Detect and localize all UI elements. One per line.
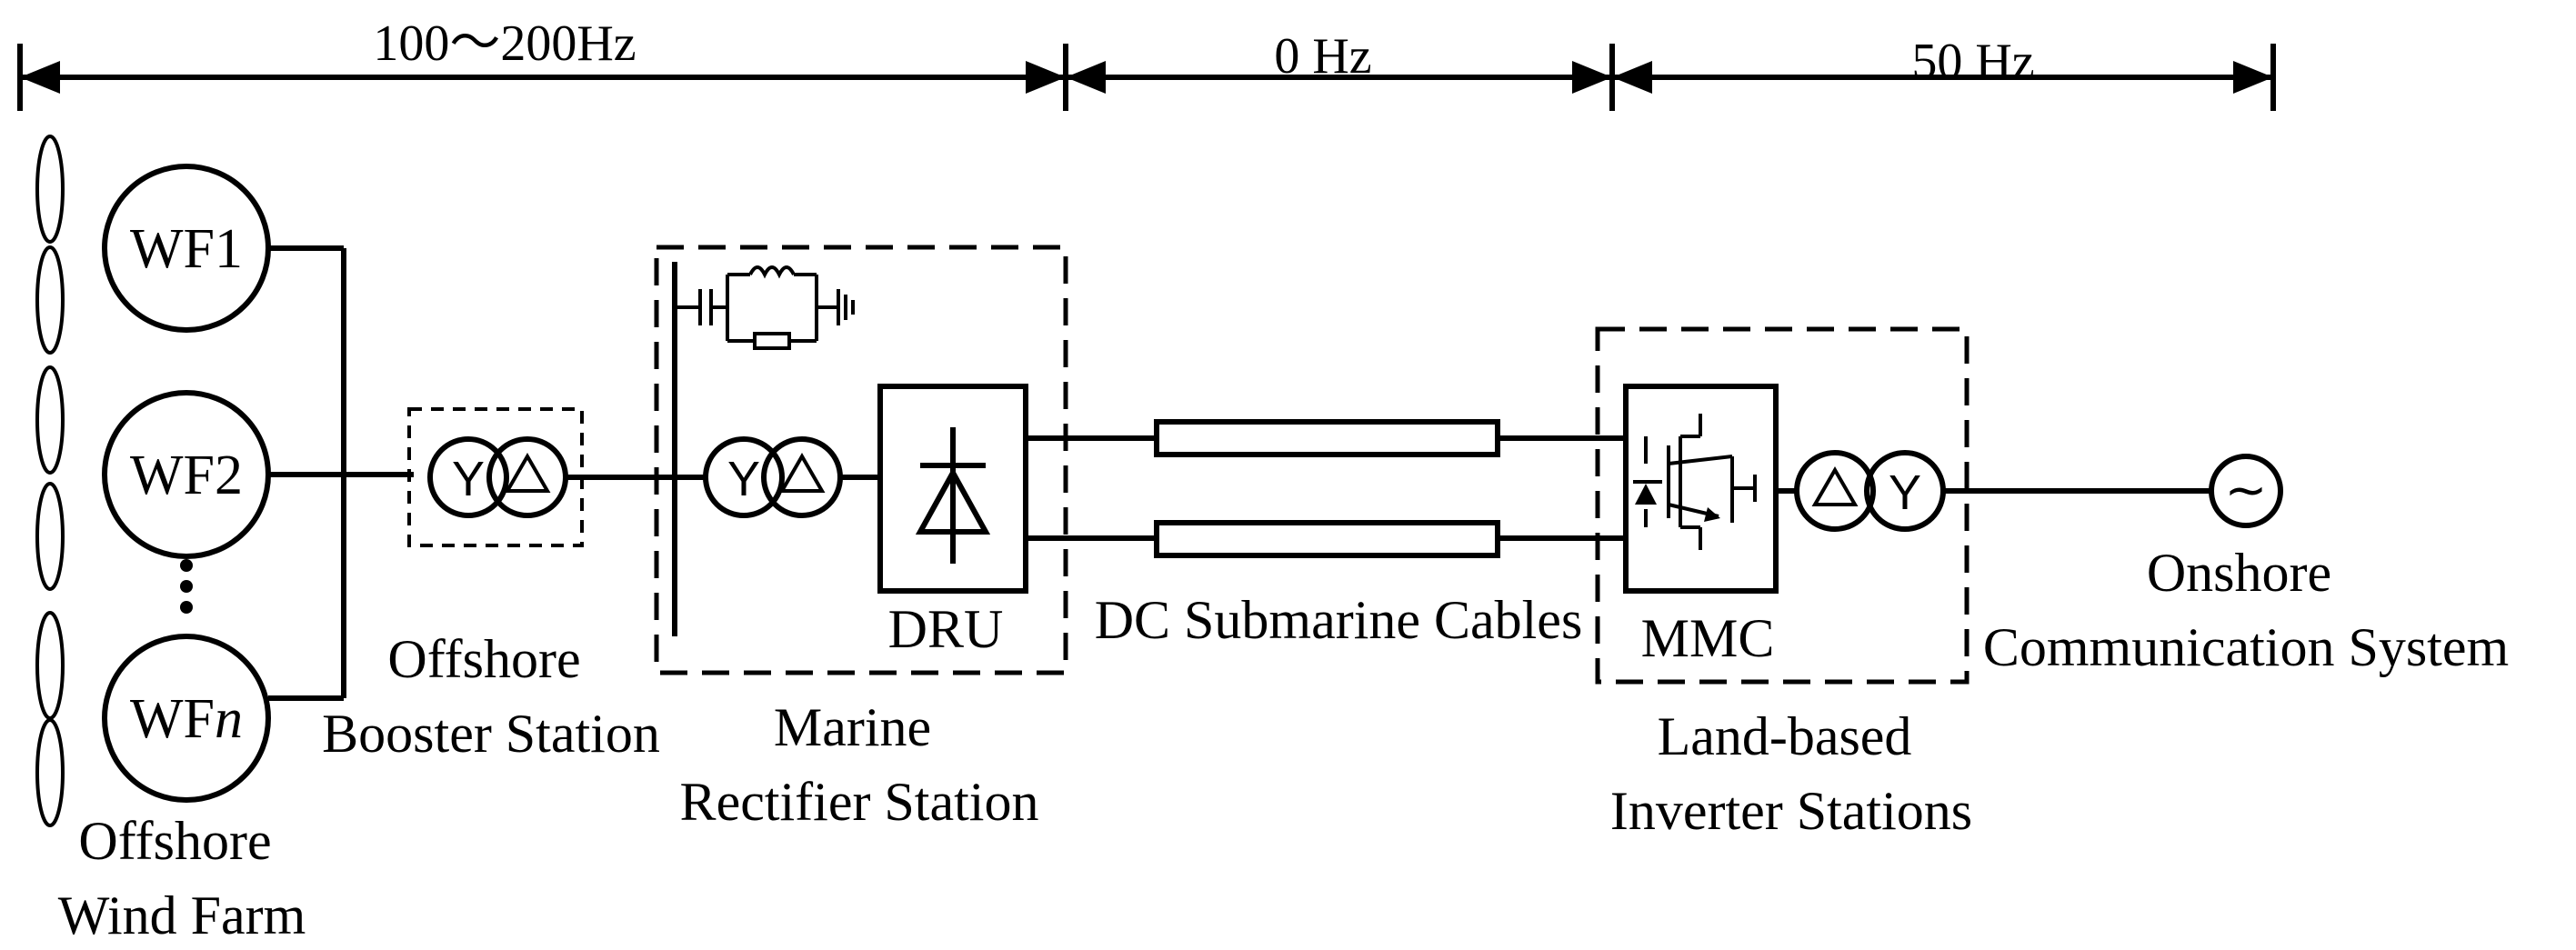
ellipsis-dots	[180, 559, 193, 614]
rectifier-station-caption: Marine Rectifier Station	[680, 697, 1039, 832]
delta-symbol	[778, 453, 826, 493]
wind-farm-label: WF1	[130, 218, 243, 280]
mmc-block	[1623, 384, 1779, 594]
ac-filter	[675, 265, 855, 350]
wind-farm-2: WF2	[102, 390, 271, 559]
rectifier-station-box	[654, 245, 1068, 675]
dc-cables-label: DC Submarine Cables	[1095, 590, 1583, 650]
delta-symbol	[1811, 466, 1859, 506]
wind-farm-label: WFn	[130, 688, 243, 750]
dru-label: DRU	[888, 599, 1004, 659]
dru-block	[877, 384, 1028, 594]
frequency-band-label: 50 Hz	[1911, 34, 2034, 90]
dc-submarine-cables	[1026, 419, 1626, 558]
source-symbol: ~	[2225, 461, 2268, 520]
ac-source: ~	[2209, 454, 2283, 528]
frequency-dimension-lines	[17, 44, 2276, 111]
wind-farm-label: WF2	[130, 445, 243, 506]
inverter-transformer: Y	[1794, 450, 1946, 532]
wind-farm-n: WFn	[102, 634, 271, 803]
delta-symbol	[504, 453, 551, 493]
wye-symbol: Y	[452, 452, 485, 506]
collector-wiring	[268, 245, 414, 701]
booster-station-caption: Offshore Booster Station	[322, 629, 660, 764]
frequency-band-label: 0 Hz	[1274, 28, 1371, 85]
booster-transformer: Y	[427, 436, 568, 518]
wind-turbine-blades	[35, 135, 65, 827]
onshore-system-caption: Onshore Communication System	[1983, 543, 2509, 677]
arrow-heads	[20, 61, 2273, 94]
booster-station-box	[407, 407, 584, 547]
mmc-label: MMC	[1641, 608, 1775, 668]
inverter-station-box	[1595, 326, 1970, 685]
rectifier-transformer: Y	[703, 436, 843, 518]
frequency-band-label: 100～200Hz	[373, 15, 636, 72]
wind-farm-caption: Offshore Wind Farm	[58, 811, 306, 945]
wind-farm-1: WF1	[102, 164, 271, 333]
inverter-station-caption: Land-based Inverter Stations	[1610, 706, 1972, 841]
wye-symbol: Y	[727, 452, 760, 506]
wye-symbol: Y	[1889, 465, 1921, 520]
